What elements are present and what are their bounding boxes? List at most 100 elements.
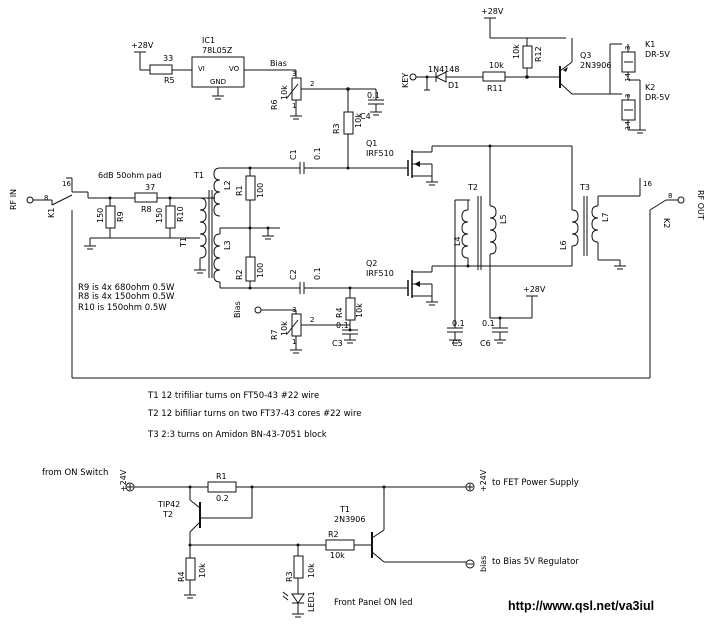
c4-value: 0.1	[367, 91, 380, 100]
c1-name: C1	[289, 149, 298, 160]
l6-label: L6	[559, 240, 568, 250]
rf-out-terminal	[677, 196, 685, 204]
r9-value: 150	[96, 208, 105, 223]
ic1-vi: VI	[198, 65, 205, 73]
bias-top-label: Bias	[270, 59, 287, 68]
r1-name: R1	[235, 185, 244, 196]
l5-winding	[489, 205, 497, 255]
l7-label: L7	[601, 212, 610, 222]
r7-pin2: 2	[310, 316, 314, 324]
r2b-resistor	[325, 539, 355, 551]
r6-pin3: 3	[292, 70, 296, 78]
k2-out-pin16: 16	[643, 180, 652, 188]
q3-part: 2N3906	[580, 61, 611, 70]
q2-name: Q2	[366, 259, 377, 268]
r3b-name: R3	[285, 571, 294, 582]
t2-label: T2	[467, 183, 478, 192]
r12-resistor	[522, 45, 533, 69]
pad-note-1: R9 is 4x 680ohm 0.5W	[78, 283, 175, 293]
pad-note-2: R8 is 4x 150ohm 0.5W	[78, 292, 175, 302]
q2-part: IRF510	[366, 269, 394, 278]
key-label: KEY	[401, 73, 410, 88]
c2-value: 0.1	[313, 267, 322, 280]
r5-name: R5	[164, 76, 175, 85]
k1-in-pin16: 16	[62, 180, 71, 188]
r7-pin1: 1	[292, 338, 296, 346]
c6-name: C6	[480, 339, 491, 348]
l4-label: L4	[453, 236, 462, 246]
v28-top-label: +28V	[481, 7, 504, 16]
to-fet-label: to FET Power Supply	[492, 478, 579, 488]
v28-ic-label: +28V	[131, 41, 154, 50]
c5-name: C5	[452, 339, 463, 348]
rf-out-label: RF OUT	[696, 190, 705, 220]
ic1-regulator	[191, 56, 245, 88]
r10-name: R10	[176, 206, 185, 222]
r4-resistor	[345, 297, 356, 321]
pad-note-3: R10 is 150ohm 0.5W	[78, 303, 167, 313]
k1-relay-name: K1	[645, 40, 655, 49]
rf-in-label: RF IN	[9, 189, 18, 210]
ic1-part: 78L05Z	[202, 46, 233, 55]
bias-mid-terminal	[254, 306, 262, 314]
r4b-name: R4	[177, 571, 186, 582]
r2b-value: 10k	[330, 551, 345, 560]
r11-name: R11	[487, 84, 503, 93]
c4-name: C4	[360, 112, 371, 121]
c2-name: C2	[289, 269, 298, 280]
source-url: http://www.qsl.net/va3iul	[508, 599, 654, 613]
l2-winding	[213, 167, 221, 217]
k2-out-label: K2	[662, 218, 671, 228]
c5-value: 0.1	[452, 319, 465, 328]
bias-mid-label: Bias	[233, 301, 242, 318]
t3-label: T3	[579, 183, 590, 192]
rf-in-terminal	[26, 196, 34, 204]
l5-label: L5	[499, 214, 508, 224]
tip42-label: TIP42	[157, 500, 180, 509]
r8-name: R8	[141, 205, 152, 214]
note-t1: T1 12 trifiliar turns on FT50-43 #22 wir…	[147, 391, 319, 401]
to-bias-label: to Bias 5V Regulator	[492, 557, 579, 567]
v28-c5-label: +28V	[523, 285, 546, 294]
r1-value: 100	[256, 183, 265, 198]
r1b-name: R1	[216, 472, 227, 481]
r6-name: R6	[270, 99, 279, 110]
led1-label: LED1	[307, 591, 316, 612]
r8-resistor	[134, 192, 158, 203]
r1-resistor	[245, 175, 256, 201]
l3-winding	[213, 233, 221, 283]
r2-resistor	[245, 256, 256, 282]
r12-value: 10k	[512, 44, 521, 59]
led1-diode	[291, 593, 305, 604]
r11-value: 10k	[489, 61, 504, 70]
k1-in-pin8: 8	[44, 194, 48, 202]
r5-resistor	[149, 64, 173, 75]
r4b-value: 10k	[198, 563, 207, 578]
power-switch-section: from ON Switch +24V R1 0.2 TIP42 T2 R4 1…	[42, 468, 579, 618]
r6-pin2: 2	[310, 80, 314, 88]
c3-name: C3	[332, 339, 343, 348]
t1b-part: 2N3906	[334, 515, 365, 524]
t1-top-label: T1	[193, 171, 204, 180]
d1-part: 1N4148	[428, 65, 459, 74]
front-led-label: Front Panel ON led	[334, 598, 413, 608]
c6-value: 0.1	[482, 319, 495, 328]
r6-potentiometer	[291, 77, 302, 101]
c1-value: 0.1	[313, 147, 322, 160]
r4-name: R4	[335, 307, 344, 318]
r7-potentiometer	[291, 313, 302, 337]
v24-out-terminal	[465, 482, 475, 492]
ic1-vo: VO	[229, 65, 240, 73]
t1-side-label: T1	[179, 237, 188, 248]
r6-pin1: 1	[292, 102, 296, 110]
on-switch-label: from ON Switch	[42, 468, 108, 478]
r11-resistor	[482, 71, 506, 82]
r6-value: 10k	[280, 85, 289, 100]
l3-label: L3	[223, 240, 232, 250]
l7-winding	[591, 205, 599, 243]
r7-name: R7	[270, 329, 279, 340]
t1b-name: T1	[339, 505, 350, 514]
t1-primary-winding	[199, 197, 207, 259]
r9-resistor	[105, 205, 116, 229]
